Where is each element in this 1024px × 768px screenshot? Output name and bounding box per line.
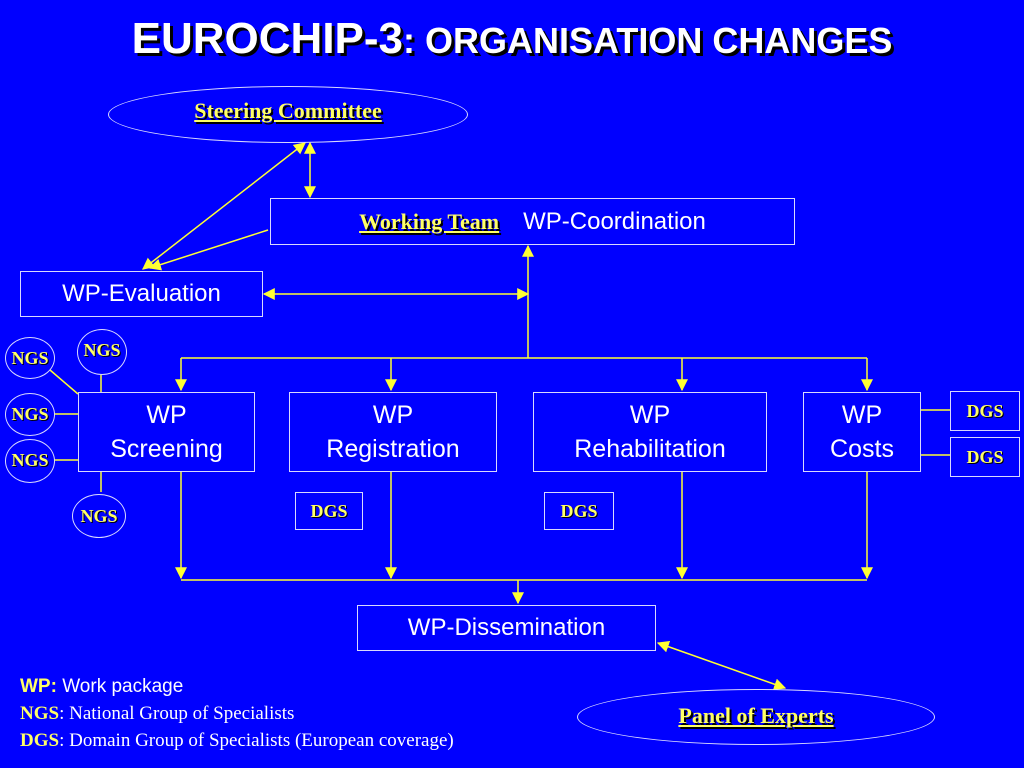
dgs-label-registration: DGS bbox=[310, 500, 348, 521]
evaluation-label: WP-Evaluation bbox=[62, 280, 221, 307]
wp-rehabilitation-line1: WP bbox=[629, 401, 671, 429]
legend-ngs: NGS: National Group of Specialists bbox=[20, 703, 294, 725]
steering-committee-label: Steering Committee bbox=[194, 98, 382, 123]
dissemination-label: WP-Dissemination bbox=[407, 614, 606, 641]
ngs-ellipse-4 bbox=[5, 439, 55, 483]
working-team-box: Working Team WP-Coordination bbox=[270, 198, 795, 245]
ngs-ellipse-3 bbox=[5, 393, 55, 436]
wp-rehabilitation-line2: Rehabilitation bbox=[574, 435, 726, 463]
working-team-label: Working Team bbox=[359, 208, 500, 234]
dgs-box-costs-1: DGS bbox=[950, 391, 1020, 431]
wp-registration-line2: Registration bbox=[326, 435, 460, 463]
dgs-label-costs-1: DGS bbox=[966, 400, 1004, 421]
coordination-label: WP-Coordination bbox=[523, 207, 706, 235]
evaluation-box: WP-Evaluation bbox=[20, 271, 263, 317]
panel-of-experts-ellipse bbox=[577, 689, 935, 745]
dgs-label-costs-2: DGS bbox=[966, 446, 1004, 467]
arrow-working-evaluation bbox=[148, 229, 269, 271]
wp-costs-box: WP Costs bbox=[803, 392, 921, 472]
wp-costs-line2: Costs bbox=[830, 435, 894, 463]
wp-screening-line2: Screening bbox=[110, 435, 223, 463]
legend-dgs-text: : Domain Group of Specialists (European … bbox=[59, 730, 454, 751]
wp-costs-line1: WP bbox=[841, 401, 883, 429]
ngs-ellipse-5 bbox=[72, 494, 126, 538]
legend-wp: WP: Work package bbox=[20, 676, 183, 698]
dgs-box-registration: DGS bbox=[295, 492, 363, 530]
ngs-label-2: NGS bbox=[83, 340, 121, 360]
ngs-label-1: NGS bbox=[11, 348, 49, 368]
title-main: EUROCHIP-3 bbox=[131, 14, 404, 63]
legend-ngs-text: : National Group of Specialists bbox=[59, 703, 295, 724]
ngs-ellipse-1 bbox=[5, 337, 55, 379]
legend-dgs: DGS: Domain Group of Specialists (Europe… bbox=[20, 730, 454, 752]
ngs-connector-1 bbox=[49, 369, 79, 395]
dissemination-box: WP-Dissemination bbox=[357, 605, 656, 651]
arrow-dissemination-panel bbox=[656, 640, 787, 691]
legend-wp-key: WP: bbox=[20, 676, 57, 697]
wp-screening-line1: WP bbox=[146, 401, 187, 429]
dgs-label-rehabilitation: DGS bbox=[560, 500, 598, 521]
legend-ngs-key: NGS bbox=[20, 703, 60, 724]
wp-registration-line1: WP bbox=[372, 401, 414, 429]
dgs-box-rehabilitation: DGS bbox=[544, 492, 614, 530]
ngs-label-3: NGS bbox=[11, 404, 49, 424]
arrow-steering-evaluation bbox=[142, 142, 306, 270]
page-title: EUROCHIP-3: ORGANISATION CHANGES bbox=[0, 14, 1024, 64]
legend-dgs-key: DGS bbox=[20, 730, 60, 751]
dgs-box-costs-2: DGS bbox=[950, 437, 1020, 477]
title-sub: : ORGANISATION CHANGES bbox=[403, 20, 893, 61]
ngs-label-4: NGS bbox=[11, 450, 49, 470]
wp-rehabilitation-box: WP Rehabilitation bbox=[533, 392, 767, 472]
wp-registration-box: WP Registration bbox=[289, 392, 497, 472]
steering-committee-ellipse bbox=[108, 86, 468, 143]
legend-wp-text: Work package bbox=[56, 676, 184, 697]
ngs-label-5: NGS bbox=[80, 506, 118, 526]
wp-screening-box: WP Screening bbox=[78, 392, 255, 472]
panel-of-experts-label: Panel of Experts bbox=[678, 703, 834, 728]
ngs-ellipse-2 bbox=[77, 329, 127, 375]
